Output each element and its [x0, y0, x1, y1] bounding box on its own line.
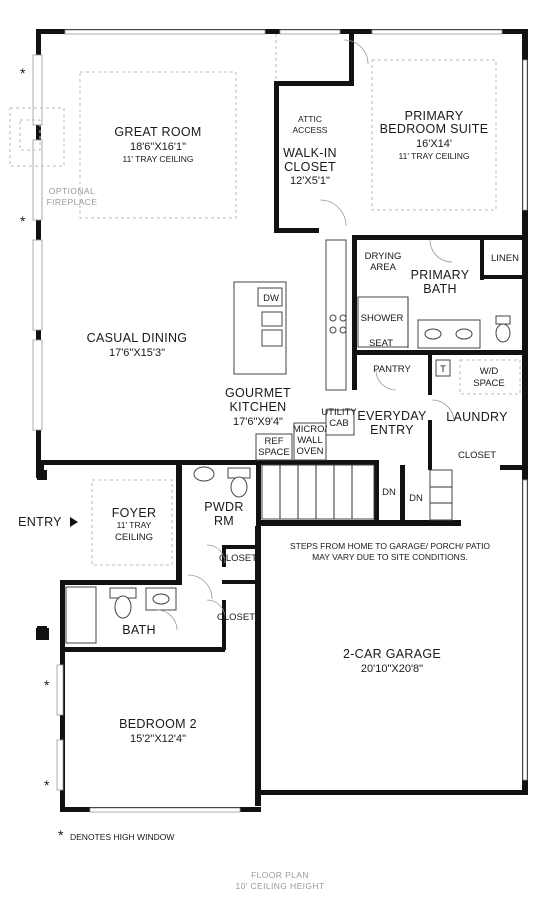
bedroom-2-name: BEDROOM 2 — [119, 717, 197, 731]
wd-space-2: SPACE — [473, 378, 505, 389]
seat-label: SEAT — [369, 338, 393, 349]
bedroom-2-dim: 15'2"X12'4" — [130, 733, 186, 745]
footer: FLOOR PLAN 10' CEILING HEIGHT — [235, 870, 324, 891]
high-window-marker: * — [44, 677, 50, 693]
foyer-note-1: 11' TRAY — [117, 520, 152, 530]
steps-note-2: MAY VARY DUE TO SITE CONDITIONS. — [312, 552, 468, 562]
everyday-entry-2: ENTRY — [370, 423, 414, 437]
garage-dim: 20'10"X20'8" — [361, 663, 423, 675]
gourmet-kitchen-2: KITCHEN — [230, 400, 287, 414]
walk-in-closet-dim: 12'X5'1" — [290, 175, 330, 187]
great-room-note: 11' TRAY CEILING — [123, 154, 194, 164]
micro-wall-oven-2: WALL — [297, 435, 323, 446]
laundry-closet-label: CLOSET — [458, 450, 496, 461]
closet-label-1: CLOSET — [219, 553, 257, 564]
pwdr-rm-1: PWDR — [204, 500, 243, 514]
casual-dining-name: CASUAL DINING — [87, 331, 188, 345]
pantry-label: PANTRY — [373, 364, 411, 375]
micro-wall-oven-3: OVEN — [297, 446, 324, 457]
primary-bath-2: BATH — [423, 282, 457, 296]
bath-label: BATH — [122, 623, 156, 637]
windows — [32, 29, 528, 813]
ref-space-2: SPACE — [258, 447, 290, 458]
fireplace-label-2: FIREPLACE — [47, 197, 98, 207]
door-swings — [70, 39, 455, 631]
great-room-dim: 18'6"X16'1" — [130, 141, 186, 153]
t-label: T — [440, 364, 446, 375]
high-window-marker: * — [44, 777, 50, 793]
high-window-marker: * — [20, 213, 26, 229]
utility-cab-1: UTILITY — [321, 407, 357, 418]
shower-label: SHOWER — [361, 313, 404, 324]
laundry-label: LAUNDRY — [446, 410, 508, 424]
micro-wall-oven-1: MICRO/ — [293, 424, 328, 435]
primary-bedroom-1: PRIMARY — [405, 109, 464, 123]
walk-in-closet-2: CLOSET — [284, 160, 336, 174]
casual-dining-dim: 17'6"X15'3" — [109, 347, 165, 359]
walk-in-closet-1: WALK-IN — [283, 146, 337, 160]
dn-label-1: DN — [382, 487, 396, 498]
high-window-legend-star: * — [58, 827, 64, 843]
everyday-entry-1: EVERYDAY — [357, 409, 427, 423]
primary-bedroom-note: 11' TRAY CEILING — [399, 151, 470, 161]
gourmet-kitchen-dim: 17'6"X9'4" — [233, 416, 283, 428]
dn-label-2: DN — [409, 493, 423, 504]
room-labels: GREAT ROOM 18'6"X16'1" 11' TRAY CEILING … — [18, 109, 519, 745]
utility-cab-2: CAB — [329, 418, 349, 429]
dw-label: DW — [263, 293, 279, 304]
primary-bath-1: PRIMARY — [411, 268, 470, 282]
footer-subtitle: 10' CEILING HEIGHT — [235, 881, 324, 891]
closet-label-2: CLOSET — [217, 612, 255, 623]
high-window-marker: * — [20, 65, 26, 81]
footer-title: FLOOR PLAN — [251, 870, 309, 880]
primary-bedroom-2: BEDROOM SUITE — [380, 122, 489, 136]
primary-bedroom-dim: 16'X14' — [416, 138, 452, 150]
drying-area-2: AREA — [370, 262, 397, 273]
entry-label: ENTRY — [18, 515, 62, 529]
high-window-legend: DENOTES HIGH WINDOW — [70, 832, 174, 842]
gourmet-kitchen-1: GOURMET — [225, 386, 291, 400]
attic-access-2: ACCESS — [293, 125, 328, 135]
fireplace-label-1: OPTIONAL — [49, 186, 95, 196]
tray-ceiling-outlines — [9, 34, 497, 566]
attic-access-1: ATTIC — [298, 114, 322, 124]
steps-note-1: STEPS FROM HOME TO GARAGE/ PORCH/ PATIO — [290, 541, 490, 551]
drying-area-1: DRYING — [365, 251, 402, 262]
great-room-name: GREAT ROOM — [114, 125, 201, 139]
pwdr-rm-2: RM — [214, 514, 234, 528]
wd-space-1: W/D — [480, 366, 499, 377]
foyer-note-2: CEILING — [115, 532, 153, 543]
plan-notes: STEPS FROM HOME TO GARAGE/ PORCH/ PATIO … — [20, 65, 490, 843]
garage-name: 2-CAR GARAGE — [343, 647, 441, 661]
foyer-name: FOYER — [112, 506, 157, 520]
linen-label: LINEN — [491, 253, 519, 264]
ref-space-1: REF — [265, 436, 284, 447]
